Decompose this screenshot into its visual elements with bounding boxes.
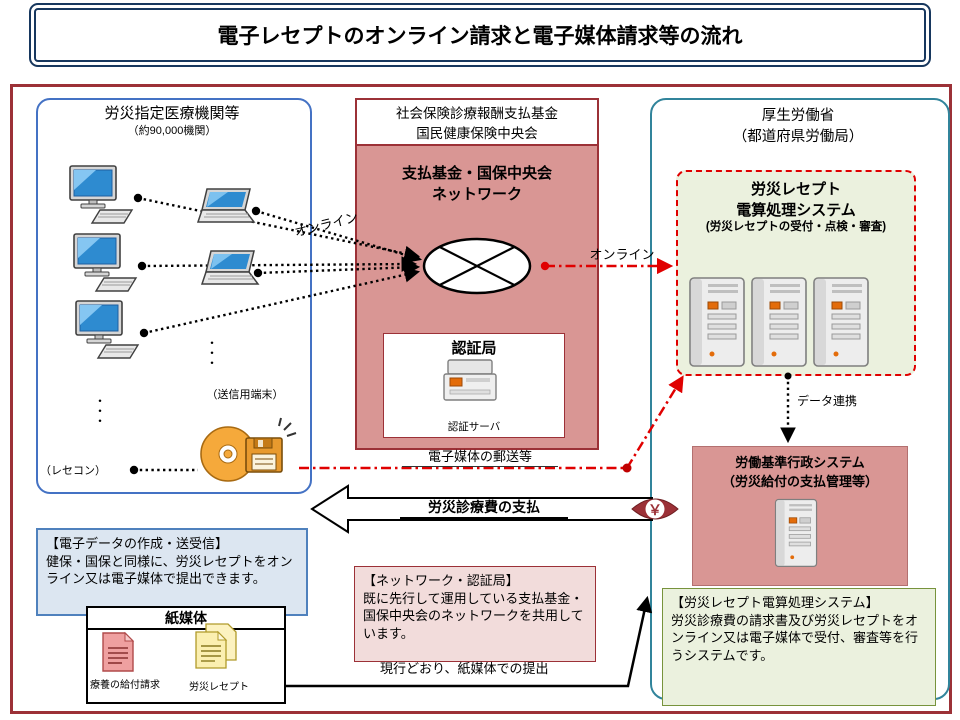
yen-glyph: ￥ — [648, 502, 662, 518]
doc-request-label: 療養の給付請求 — [90, 680, 160, 691]
rececon-label: （レセコン） — [40, 465, 106, 477]
certificate-authority-title: 認証局 — [451, 340, 497, 357]
terminal-label: （送信用端末） — [206, 389, 284, 401]
online-label: オンライン — [589, 247, 655, 262]
note-electronic-data: 【電子データの作成・送受信】 健保・国保と同様に、労災レセプトをオンライン又は電… — [36, 528, 308, 616]
certificate-authority-box: 認証局 認証サーバ — [383, 333, 565, 438]
data-link-label: データ連携 — [797, 394, 858, 408]
panel-medical-institutions — [36, 98, 312, 494]
ellipsis-dots: ・ ・ ・ — [206, 336, 219, 371]
payment-fund-header: 社会保険診療報酬支払基金 国民健康保険中央会 — [357, 100, 597, 146]
rosai-system-title: 労災レセプト 電算処理システム — [736, 181, 856, 219]
mhlw-header: 厚生労働省 （都道府県労働局） — [732, 108, 864, 145]
paper-media-title: 紙媒体 — [88, 608, 284, 630]
page-title: 電子レセプトのオンライン請求と電子媒体請求等の流れ — [29, 3, 931, 67]
doc-receipt-label: 労災レセプト — [189, 682, 249, 693]
paper-submit-label: 現行どおり、紙媒体での提出 — [380, 661, 549, 676]
ellipsis-dots: ・ ・ ・ — [94, 394, 107, 429]
network-title: 支払基金・国保中央会 ネットワーク — [401, 165, 552, 203]
medical-institutions-subtitle: （約90,000機関） — [127, 125, 217, 137]
media-mail-label: 電子媒体の郵送等 — [402, 446, 558, 467]
labor-standards-title: 労働基準行政システム （労災給付の支払管理等） — [721, 455, 878, 489]
labor-standards-system-box: 労働基準行政システム （労災給付の支払管理等） — [692, 446, 908, 586]
payment-label: 労災診療費の支払 — [400, 497, 568, 519]
main-frame — [10, 84, 952, 714]
note-network-ca: 【ネットワーク・認証局】 既に先行して運用している支払基金・国保中央会のネットワ… — [354, 566, 596, 662]
rosai-system-subtitle: (労災レセプトの受付・点検・審査) — [705, 221, 887, 233]
rosai-receipt-system-box: 労災レセプト 電算処理システム (労災レセプトの受付・点検・審査) — [676, 170, 916, 376]
medical-institutions-title: 労災指定医療機関等 — [104, 105, 240, 122]
note-rosai-system: 【労災レセプト電算処理システム】 労災診療費の請求書及び労災レセプトをオンライン… — [662, 588, 936, 706]
ca-server-label: 認証サーバ — [447, 421, 501, 433]
